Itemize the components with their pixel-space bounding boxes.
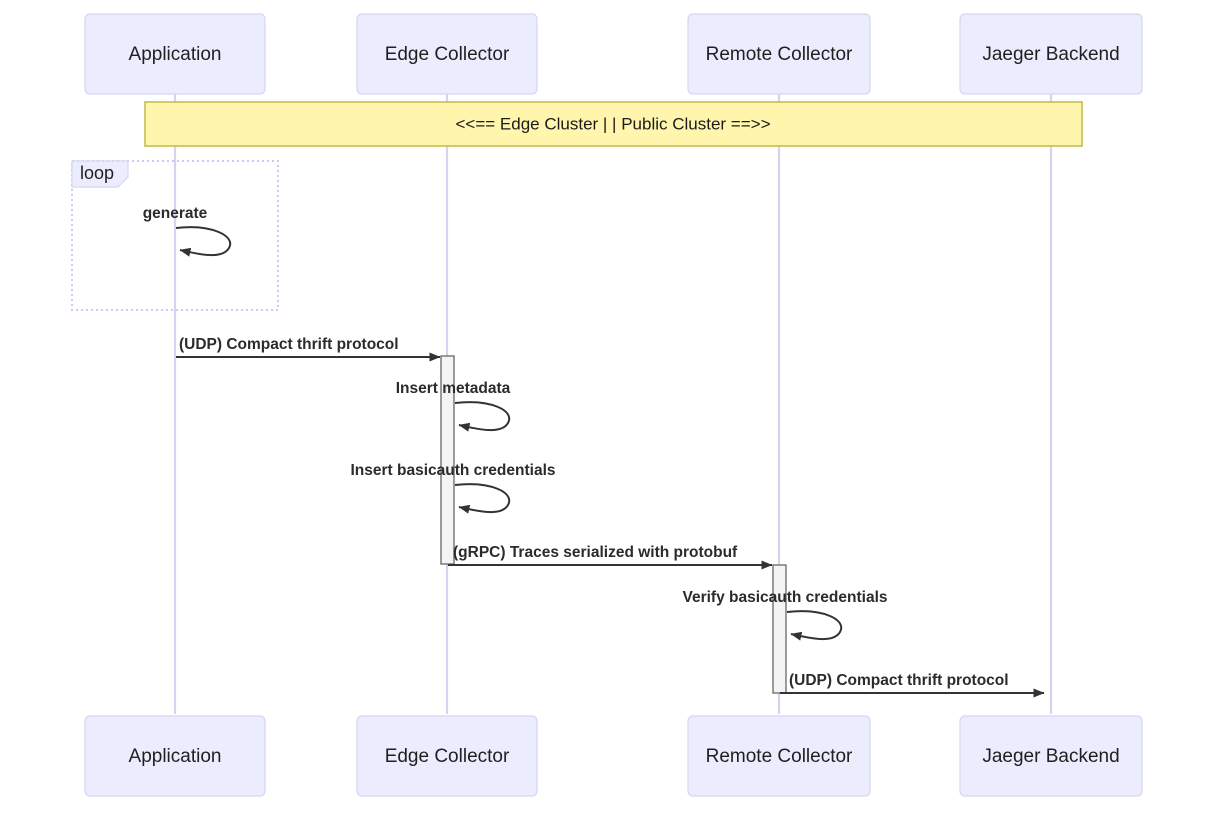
message-udp-compact-thrift-2: (UDP) Compact thrift protocol <box>780 672 1045 698</box>
note-label: <<== Edge Cluster | | Public Cluster ==>… <box>455 114 770 133</box>
message-label-grpc-protobuf: (gRPC) Traces serialized with protobuf <box>453 544 738 561</box>
participant-label-application: Application <box>129 44 222 65</box>
participant-jaeger-backend-top[interactable]: Jaeger Backend <box>959 13 1143 95</box>
message-verify-basicauth: Verify basicauth credentials <box>682 589 888 641</box>
participant-application-top[interactable]: Application <box>84 13 266 95</box>
message-label-insert-basicauth: Insert basicauth credentials <box>350 462 555 479</box>
self-arrow-insert-metadata <box>454 401 511 432</box>
participant-box[interactable] <box>959 715 1143 797</box>
loop-fragment: loop generate <box>71 160 279 311</box>
participant-box[interactable] <box>959 13 1143 95</box>
message-label-udp-compact-thrift-2: (UDP) Compact thrift protocol <box>789 672 1009 689</box>
participant-jaeger-backend-bottom[interactable]: Jaeger Backend <box>959 715 1143 797</box>
message-insert-basicauth: Insert basicauth credentials <box>350 462 556 514</box>
self-arrow-insert-basicauth <box>454 483 511 514</box>
participant-label-remote-collector: Remote Collector <box>706 44 853 65</box>
participant-label-edge-collector: Edge Collector <box>385 44 510 65</box>
participants-top: Application Edge Collector Remote Collec… <box>84 13 1143 95</box>
participant-box[interactable] <box>356 13 538 95</box>
note-box <box>144 101 1083 147</box>
message-generate: generate <box>143 205 232 257</box>
participant-application-bottom[interactable]: Application <box>84 715 266 797</box>
participant-remote-collector-top[interactable]: Remote Collector <box>687 13 871 95</box>
participant-box[interactable] <box>356 715 538 797</box>
message-label-generate: generate <box>143 205 208 222</box>
lifelines-group <box>173 94 1053 714</box>
participant-box[interactable] <box>687 715 871 797</box>
participant-box[interactable] <box>687 13 871 95</box>
participant-edge-collector-top[interactable]: Edge Collector <box>356 13 538 95</box>
loop-fragment-label: loop <box>80 163 114 183</box>
participant-label-edge-collector: Edge Collector <box>385 746 510 767</box>
message-label-insert-metadata: Insert metadata <box>396 380 511 397</box>
message-insert-metadata: Insert metadata <box>396 380 511 432</box>
activation-bar-remote-collector <box>772 564 787 694</box>
participant-label-jaeger-backend: Jaeger Backend <box>982 746 1119 767</box>
loop-fragment-box <box>71 160 279 311</box>
loop-fragment-tab <box>71 160 129 188</box>
note-edge-public-cluster: <<== Edge Cluster | | Public Cluster ==>… <box>144 101 1083 147</box>
activation-bars <box>440 355 787 694</box>
self-arrow-generate <box>175 226 232 257</box>
participant-label-jaeger-backend: Jaeger Backend <box>982 44 1119 65</box>
participant-box[interactable] <box>84 715 266 797</box>
message-grpc-protobuf: (gRPC) Traces serialized with protobuf <box>448 544 773 570</box>
participant-box[interactable] <box>84 13 266 95</box>
participants-bottom: Application Edge Collector Remote Collec… <box>84 715 1143 797</box>
message-label-verify-basicauth: Verify basicauth credentials <box>682 589 887 606</box>
messages-group: (UDP) Compact thrift protocol Insert met… <box>176 336 1045 698</box>
participant-remote-collector-bottom[interactable]: Remote Collector <box>687 715 871 797</box>
message-udp-compact-thrift-1: (UDP) Compact thrift protocol <box>176 336 441 362</box>
activation-bar-edge-collector <box>440 355 455 565</box>
participant-label-application: Application <box>129 746 222 767</box>
participant-label-remote-collector: Remote Collector <box>706 746 853 767</box>
participant-edge-collector-bottom[interactable]: Edge Collector <box>356 715 538 797</box>
message-label-udp-compact-thrift-1: (UDP) Compact thrift protocol <box>179 336 399 353</box>
self-arrow-verify-basicauth <box>786 610 843 641</box>
